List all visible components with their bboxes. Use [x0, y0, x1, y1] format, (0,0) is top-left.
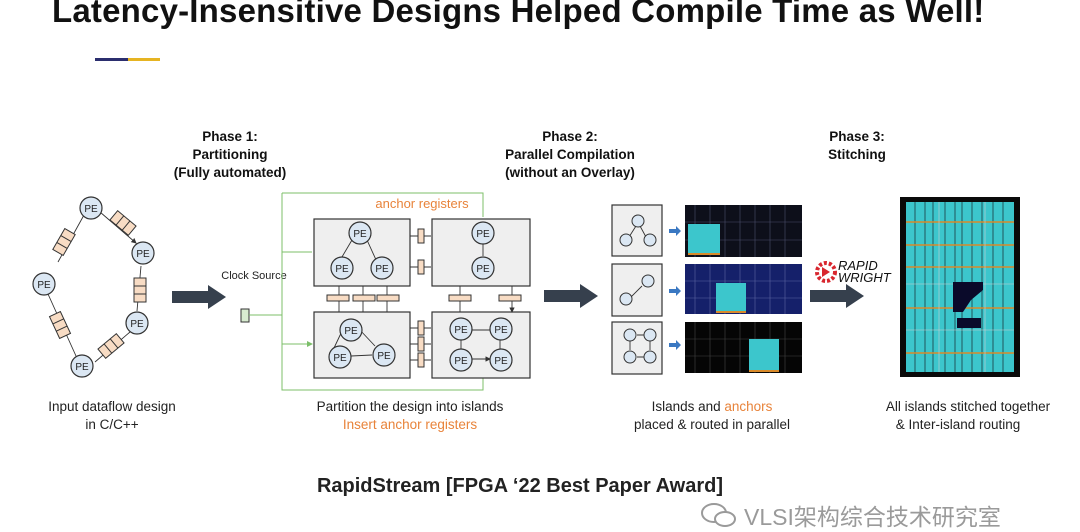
svg-text:(Fully automated): (Fully automated) [174, 165, 287, 180]
pe-node: PE [79, 196, 103, 220]
svg-text:PE: PE [377, 351, 391, 362]
wechat-icon [701, 503, 736, 527]
phase1-heading: Phase 1: Partitioning (Fully automated) [174, 129, 287, 180]
clock-source-label: Clock Source [221, 270, 286, 282]
svg-text:Phase 3:: Phase 3: [829, 129, 885, 144]
svg-text:All islands stitched together: All islands stitched together [886, 399, 1051, 414]
pe-node: PE [131, 241, 155, 265]
input-dataflow-graph: PE PE PE PE PE [32, 196, 155, 378]
svg-text:PE: PE [333, 353, 347, 364]
pe-node: PE [489, 317, 513, 341]
pe-node: PE [330, 256, 354, 280]
phase3-heading: Phase 3: Stitching [828, 129, 886, 162]
clock-source-icon [240, 308, 250, 323]
svg-text:in C/C++: in C/C++ [85, 417, 138, 432]
caption-stitched: All islands stitched together & Inter-is… [886, 399, 1051, 432]
svg-text:PE: PE [494, 356, 508, 367]
watermark-text: VLSI架构综合技术研究室 [744, 504, 1001, 530]
rapidwright-logo: RAPID WRIGHT [815, 258, 892, 285]
svg-text:Phase 1:: Phase 1: [202, 129, 258, 144]
svg-text:Partitioning: Partitioning [193, 147, 268, 162]
svg-text:PE: PE [476, 264, 490, 275]
pe-node: PE [32, 272, 56, 296]
slide-title: Latency-Insensitive Designs Helped Compi… [52, 0, 985, 29]
svg-text:PE: PE [353, 229, 367, 240]
svg-text:Islands and anchors: Islands and anchors [652, 399, 773, 414]
caption-partition: Partition the design into islands Insert… [317, 399, 504, 432]
footer-citation: RapidStream [FPGA ‘22 Best Paper Award] [316, 475, 724, 497]
svg-text:placed & routed in parallel: placed & routed in parallel [634, 417, 790, 432]
pe-node: PE [449, 348, 473, 372]
pe-node: PE [70, 354, 94, 378]
svg-text:& Inter-island routing: & Inter-island routing [896, 417, 1021, 432]
caption-input: Input dataflow design in C/C++ [48, 399, 176, 432]
pe-node: PE [471, 221, 495, 245]
svg-text:RAPID: RAPID [838, 258, 878, 273]
svg-text:PE: PE [454, 356, 468, 367]
svg-text:PE: PE [375, 264, 389, 275]
svg-text:Insert anchor registers: Insert anchor registers [343, 417, 478, 432]
svg-text:Phase 2:: Phase 2: [542, 129, 598, 144]
pe-node: PE [370, 256, 394, 280]
pe-node: PE [339, 318, 363, 342]
pe-node: PE [328, 345, 352, 369]
caption-islands: Islands and anchors placed & routed in p… [634, 399, 790, 432]
phase2-heading: Phase 2: Parallel Compilation (without a… [505, 129, 635, 180]
svg-text:(without an Overlay): (without an Overlay) [505, 165, 635, 180]
parallel-islands [611, 204, 802, 375]
svg-text:PE: PE [84, 204, 98, 215]
svg-text:PE: PE [344, 326, 358, 337]
arrow-icon [172, 284, 864, 309]
pe-node: PE [372, 343, 396, 367]
svg-text:Stitching: Stitching [828, 147, 886, 162]
svg-text:PE: PE [37, 280, 51, 291]
title-accent-bar [95, 58, 160, 61]
pe-node: PE [449, 317, 473, 341]
fpga-layout-image [685, 205, 802, 373]
pe-node: PE [471, 256, 495, 280]
pe-node: PE [348, 221, 372, 245]
svg-text:PE: PE [454, 325, 468, 336]
svg-text:PE: PE [476, 229, 490, 240]
svg-text:PE: PE [494, 325, 508, 336]
pe-node: PE [125, 311, 149, 335]
svg-text:PE: PE [136, 249, 150, 260]
svg-text:PE: PE [335, 264, 349, 275]
watermark: VLSI架构综合技术研究室 [700, 498, 1001, 532]
svg-text:PE: PE [130, 319, 144, 330]
svg-text:PE: PE [75, 362, 89, 373]
pe-node: PE [489, 348, 513, 372]
svg-text:Partition the design into isla: Partition the design into islands [317, 399, 504, 414]
stitched-fpga-layout-image [900, 197, 1020, 377]
svg-text:WRIGHT: WRIGHT [838, 270, 892, 285]
svg-text:Input dataflow design: Input dataflow design [48, 399, 176, 414]
anchor-registers-label: anchor registers [375, 196, 469, 211]
partitioned-islands: Clock Source anchor registers PE PE PE P… [221, 192, 531, 391]
svg-text:Parallel Compilation: Parallel Compilation [505, 147, 635, 162]
